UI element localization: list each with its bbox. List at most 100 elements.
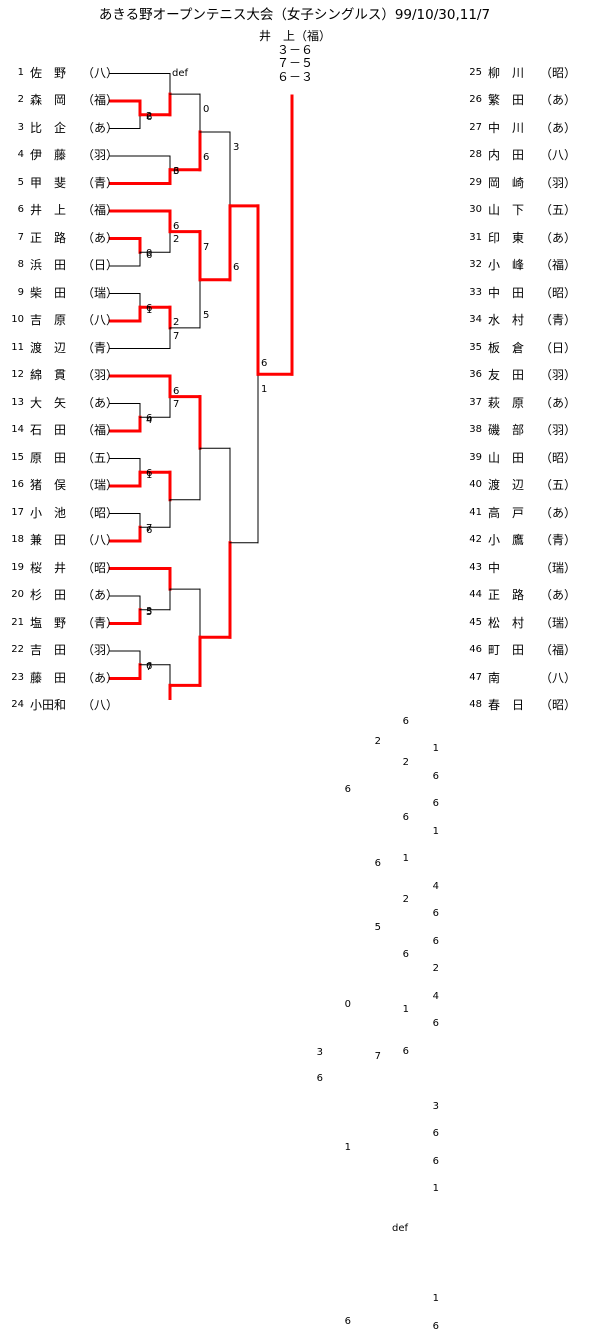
score-label: 6 [146, 468, 153, 479]
score-label: 6 [402, 949, 409, 961]
player-club: （昭） [82, 560, 119, 575]
score-label: 1 [402, 1004, 409, 1016]
player-number: 12 [11, 369, 24, 380]
player-number: 28 [469, 149, 482, 160]
player-club: （羽） [82, 643, 119, 657]
score-label: 7 [374, 1050, 381, 1062]
score-label: 6 [146, 413, 153, 424]
player-name: 吉 原 [30, 313, 67, 327]
player-name: 佐 野 [30, 65, 67, 80]
score-label: 6 [316, 1073, 323, 1085]
player-number: 35 [469, 341, 482, 353]
player-number: 10 [11, 314, 24, 325]
final-result: 井 上（福） ３－６ ７－５ ６－３ [200, 29, 390, 84]
player-name: 松 村 [488, 615, 525, 630]
player-club: （五） [540, 478, 577, 492]
player-name: 柳 川 [488, 65, 525, 80]
player-name: 中 田 [488, 285, 525, 300]
score-label: 0 [344, 999, 351, 1011]
player-club: （羽） [540, 368, 577, 382]
player-name: 岡 崎 [488, 175, 525, 190]
player-number: 21 [11, 616, 24, 628]
score-label: 2 [402, 894, 409, 906]
player-number: 13 [11, 396, 24, 408]
player-number: 26 [469, 94, 482, 105]
score-label: 6 [432, 1018, 439, 1029]
player-name: 猪 俣 [30, 478, 67, 492]
score-label: 1 [402, 853, 409, 864]
player-number: 38 [469, 424, 482, 435]
player-name: 春 日 [488, 698, 525, 712]
score-label: def [172, 67, 189, 79]
player-number: 45 [469, 616, 482, 628]
final-set-1: ３－６ [276, 42, 313, 57]
player-club: （日） [540, 340, 577, 355]
player-number: 37 [469, 396, 482, 408]
player-club: （瑞） [540, 560, 577, 575]
player-name: 大 矢 [30, 395, 67, 410]
player-club: （八） [82, 698, 119, 712]
score-label: 3 [173, 166, 180, 177]
player-name: 山 下 [488, 203, 525, 217]
player-number: 23 [11, 671, 24, 683]
player-club: （青） [540, 313, 577, 327]
player-club: （瑞） [82, 478, 119, 492]
player-number: 8 [17, 259, 24, 270]
score-label: 6 [432, 770, 439, 782]
score-label: 4 [432, 990, 439, 1002]
player-number: 15 [11, 451, 24, 463]
player-club: （福） [82, 93, 119, 107]
score-label: 6 [261, 358, 268, 370]
player-club: （福） [82, 203, 119, 217]
player-name: 水 村 [488, 313, 525, 327]
player-name: 小 鷹 [488, 533, 525, 547]
player-club: （あ） [82, 588, 119, 602]
player-club: （あ） [540, 93, 577, 107]
player-name: 高 戸 [488, 505, 525, 520]
score-label: 4 [432, 880, 439, 892]
player-number: 48 [469, 699, 482, 710]
player-club: （あ） [82, 230, 119, 245]
player-number: 46 [469, 644, 482, 655]
score-label: 3 [316, 1047, 323, 1059]
player-club: （福） [540, 643, 577, 657]
player-name: 磯 部 [488, 423, 525, 437]
player-name: 町 田 [488, 643, 525, 657]
score-label: 6 [374, 858, 381, 870]
player-number: 40 [469, 479, 482, 490]
player-number: 17 [11, 506, 24, 518]
score-label: 6 [432, 935, 439, 947]
score-label: 7 [173, 330, 180, 342]
score-label: 6 [402, 811, 409, 823]
player-club: （福） [540, 258, 577, 272]
score-label: 6 [402, 1045, 409, 1057]
score-label: 2 [374, 736, 381, 748]
score-label: 6 [402, 715, 409, 727]
player-number: 47 [469, 671, 482, 683]
player-name: 桜 井 [30, 560, 67, 575]
score-label: 6 [146, 112, 153, 123]
player-club: （八） [540, 148, 577, 162]
player-club: （羽） [82, 368, 119, 382]
score-label: 6 [146, 524, 153, 536]
player-name: 甲 斐 [30, 175, 67, 190]
player-number: 4 [17, 149, 24, 160]
score-label: 6 [432, 1128, 439, 1139]
player-name: 原 田 [30, 450, 67, 465]
final-set-3: ６－３ [276, 69, 313, 84]
score-label: 7 [173, 399, 180, 411]
score-label: def [392, 1222, 409, 1234]
score-label: 5 [203, 309, 210, 321]
player-name: 吉 田 [30, 643, 67, 657]
score-label: 6 [173, 221, 180, 232]
player-number: 34 [469, 314, 482, 325]
player-name: 塩 野 [30, 615, 67, 630]
score-label: 2 [402, 756, 409, 768]
player-name: 友 田 [488, 368, 525, 382]
player-club: （羽） [82, 148, 119, 162]
player-number: 41 [469, 506, 482, 518]
player-name: 杉 田 [30, 588, 67, 602]
score-label: 3 [233, 141, 240, 153]
score-label: 2 [173, 234, 180, 246]
score-label: 2 [146, 110, 153, 122]
